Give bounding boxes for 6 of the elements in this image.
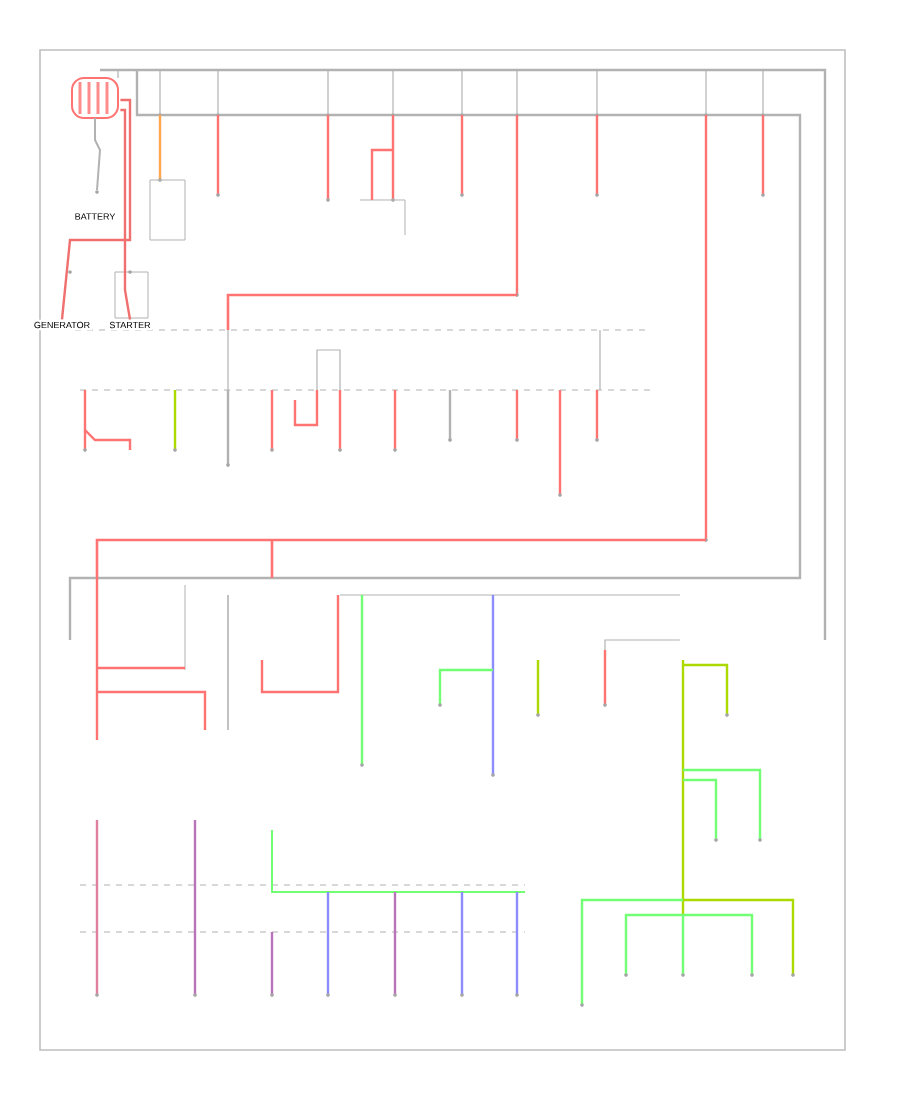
- wire: [60, 98, 132, 320]
- wire: [120, 108, 132, 320]
- battery: BATTERY: [71, 77, 119, 220]
- component-label: GENERATOR: [31, 319, 93, 331]
- component-label: STARTER: [107, 319, 153, 331]
- node-label: BATTERY: [75, 213, 116, 220]
